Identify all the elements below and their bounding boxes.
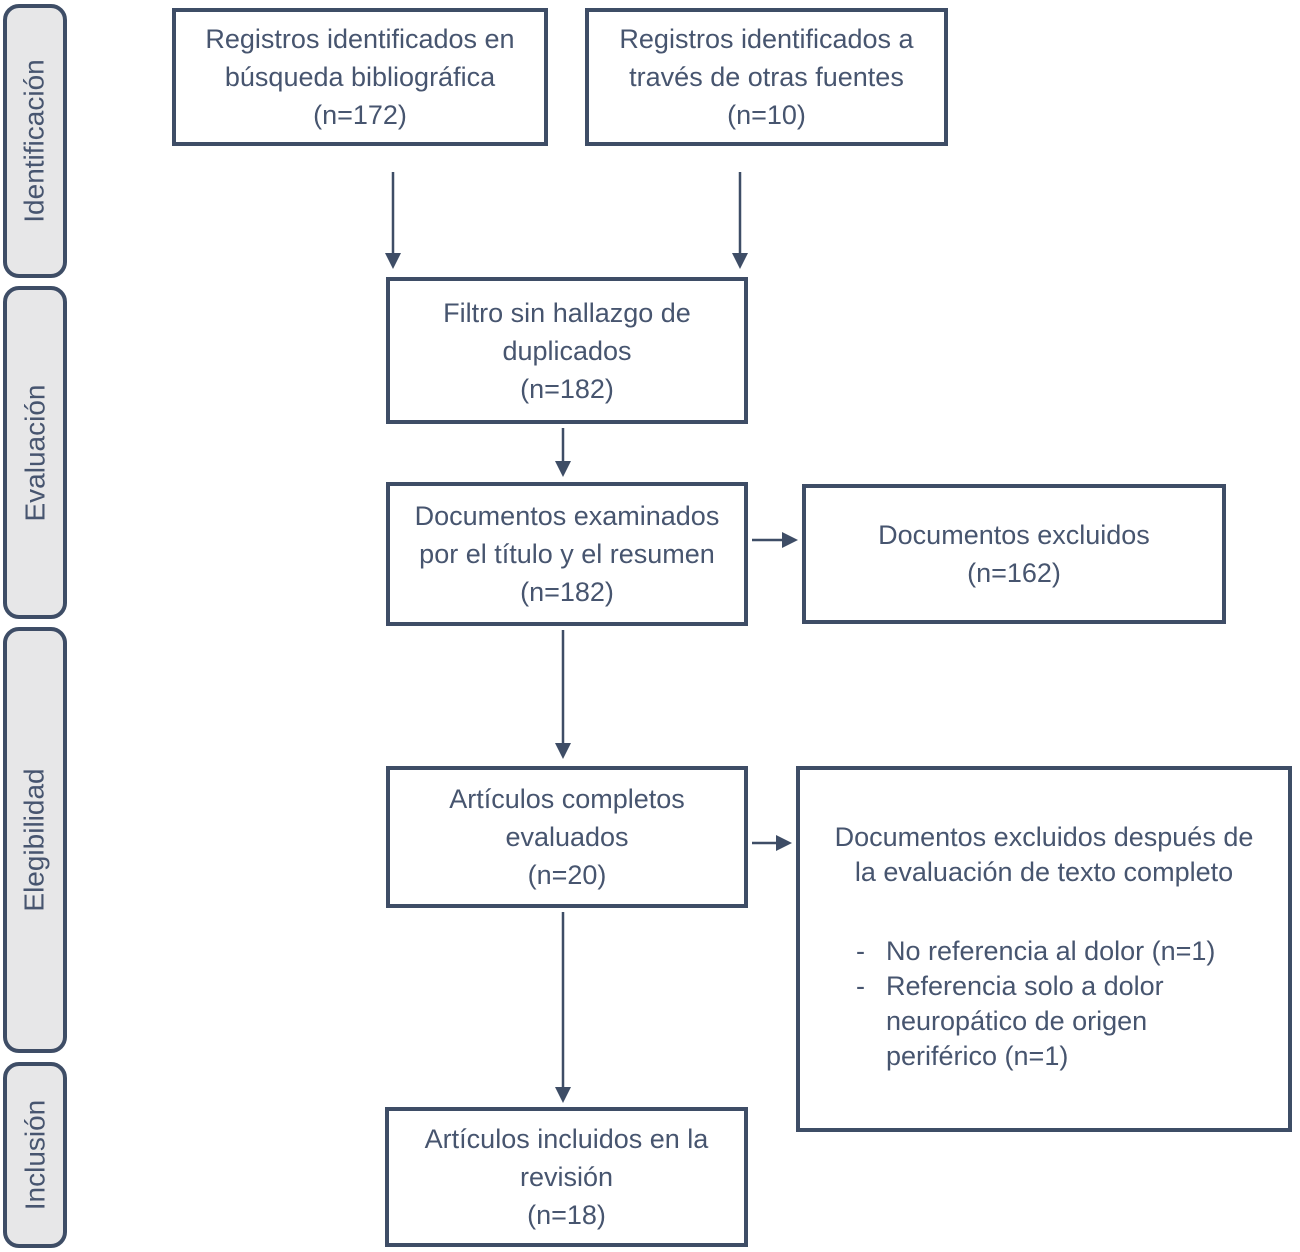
box-text-line: Artículos incluidos en la: [424, 1124, 709, 1154]
arrow-fulltext-to-included: [555, 912, 571, 1103]
stage-pill-elegibilidad: Elegibilidad: [3, 627, 67, 1053]
box-text-line: (n=182): [520, 373, 614, 404]
stage-label: Identificación: [19, 59, 50, 223]
stage-label: Inclusión: [19, 1099, 51, 1211]
arrow-search-to-dedup: [385, 172, 401, 269]
box-text-line: (n=20): [527, 860, 607, 890]
fulltext-excluded-reasons: - No referencia al dolor (n=1) - Referen…: [856, 934, 1226, 1074]
box-text-line: (n=10): [727, 100, 806, 130]
box-fulltext-excluded: Documentos excluidos después de la evalu…: [796, 766, 1292, 1132]
arrow-other-to-dedup: [732, 172, 748, 269]
box-text-line: por el título y el resumen: [419, 539, 715, 569]
stage-pill-identificacion: Identificación: [3, 4, 67, 278]
arrow-screened-to-fulltext: [555, 630, 571, 759]
bullet-text: Referencia solo a dolor neuropático de o…: [886, 971, 1164, 1071]
stage-pill-inclusion: Inclusión: [3, 1062, 67, 1248]
box-text-line: Documentos excluidos: [878, 520, 1150, 550]
arrow-screened-to-excluded: [752, 532, 798, 548]
box-text-line: (n=172): [313, 100, 407, 130]
stage-label: Evaluación: [19, 384, 51, 521]
box-text-line: (n=18): [527, 1200, 606, 1230]
box-fulltext-assessed: Artículos completos evaluados (n=20): [386, 766, 748, 908]
box-articles-included: Artículos incluidos en la revisión (n=18…: [385, 1107, 748, 1247]
box-records-identified-other: Registros identificados a través de otra…: [585, 8, 948, 146]
box-documents-screened: Documentos examinados por el título y el…: [386, 482, 748, 626]
box-text-line: (n=182): [520, 577, 614, 607]
fulltext-excluded-title: Documentos excluidos después de la evalu…: [800, 820, 1288, 890]
box-text-line: Documentos examinados: [414, 501, 720, 531]
box-text-line: búsqueda bibliográfica: [224, 62, 496, 92]
list-item: - No referencia al dolor (n=1): [856, 934, 1226, 969]
box-text-line: (n=162): [967, 558, 1061, 588]
bullet-text: No referencia al dolor (n=1): [886, 936, 1216, 966]
box-text-line: Registros identificados a: [619, 24, 914, 54]
bullet-dash: -: [856, 971, 865, 1001]
box-text-line: la evaluación de texto completo: [854, 857, 1234, 887]
arrow-dedup-to-screened: [555, 428, 571, 477]
bullet-dash: -: [856, 936, 865, 966]
box-documents-excluded: Documentos excluidos (n=162): [802, 484, 1226, 624]
arrow-fulltext-to-excluded: [752, 835, 792, 851]
box-text-line: revisión: [519, 1162, 614, 1192]
box-text-line: través de otras fuentes: [629, 62, 904, 92]
stage-label: Elegibilidad: [19, 768, 50, 912]
box-duplicate-filter: Filtro sin hallazgo de duplicados (n=182…: [386, 277, 748, 424]
stage-pill-evaluacion: Evaluación: [3, 286, 67, 619]
box-records-identified-search: Registros identificados en búsqueda bibl…: [172, 8, 548, 146]
box-text-line: duplicados: [502, 335, 632, 366]
box-text-line: Filtro sin hallazgo de: [443, 297, 691, 328]
box-text-line: Registros identificados en: [205, 24, 515, 54]
box-text-line: evaluados: [505, 822, 629, 852]
box-text-line: Artículos completos: [449, 784, 685, 814]
list-item: - Referencia solo a dolor neuropático de…: [856, 969, 1226, 1074]
box-text-line: Documentos excluidos después de: [834, 822, 1254, 852]
